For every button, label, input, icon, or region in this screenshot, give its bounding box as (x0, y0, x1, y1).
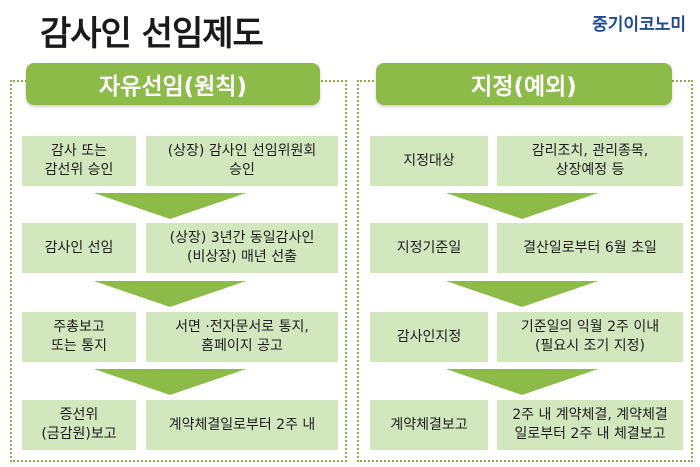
left-arrow-2 (94, 281, 246, 307)
right-arrow-2 (446, 281, 598, 307)
down-arrow-icon (446, 281, 598, 307)
left-panel-header: 자유선임(원칙) (26, 63, 320, 105)
down-arrow-icon (446, 193, 598, 219)
right-step-4-label: 계약체결보고 (370, 400, 488, 450)
right-step-2-detail: 결산일로부터 6월 초일 (497, 223, 683, 273)
right-step-3-label: 감사인지정 (370, 312, 488, 362)
brand-logo: 중기이코노미 (592, 15, 686, 35)
down-arrow-icon (94, 369, 246, 395)
right-step-3-detail: 기준일의 익월 2주 이내 (필요시 조기 지정) (497, 312, 683, 362)
left-step-2-label: 감사인 선임 (22, 223, 136, 273)
down-arrow-icon (446, 369, 598, 395)
right-panel-header: 지정(예외) (376, 63, 672, 105)
left-arrow-1 (94, 193, 246, 219)
right-step-2-label: 지정기준일 (370, 223, 488, 273)
right-arrow-3 (446, 369, 598, 395)
right-step-1-label: 지정대상 (370, 136, 488, 186)
right-step-4-detail: 2주 내 계약체결, 계약체결 일로부터 2주 내 체결보고 (497, 400, 683, 450)
left-step-4-label: 증선위 (금감원)보고 (22, 400, 136, 450)
down-arrow-icon (94, 281, 246, 307)
right-step-1-detail: 감리조치, 관리종목, 상장예정 등 (497, 136, 683, 186)
left-arrow-3 (94, 369, 246, 395)
left-step-1-detail: (상장) 감사인 선임위원회 승인 (146, 136, 338, 186)
page-title: 감사인 선임제도 (40, 14, 264, 54)
left-step-4-detail: 계약체결일로부터 2주 내 (146, 400, 338, 450)
left-step-3-label: 주총보고 또는 통지 (22, 312, 136, 362)
right-arrow-1 (446, 193, 598, 219)
left-step-1-label: 감사 또는 감선위 승인 (22, 136, 136, 186)
down-arrow-icon (94, 193, 246, 219)
left-step-3-detail: 서면 ·전자문서로 통지, 홈페이지 공고 (146, 312, 338, 362)
left-step-2-detail: (상장) 3년간 동일감사인 (비상장) 매년 선출 (146, 223, 338, 273)
